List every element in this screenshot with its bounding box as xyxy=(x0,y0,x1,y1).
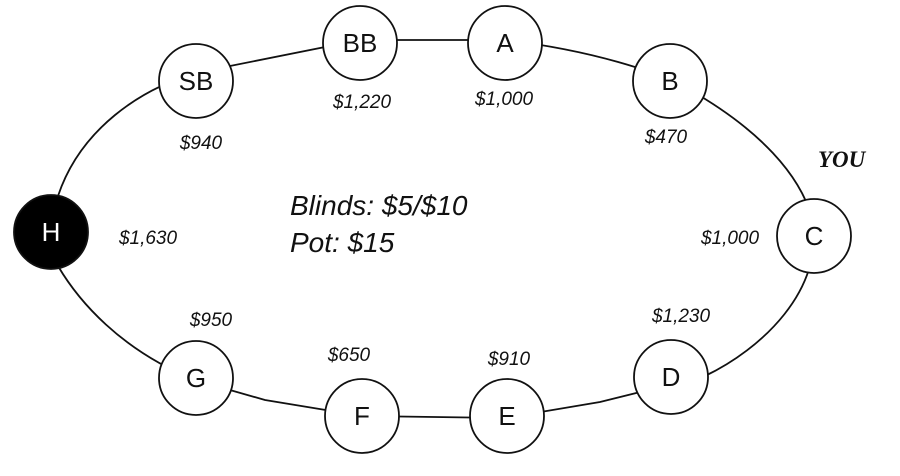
blinds-text: Blinds: $5/$10 xyxy=(290,190,468,221)
stack-h: $1,630 xyxy=(118,228,178,249)
pot-text: Pot: $15 xyxy=(290,227,395,258)
seat-label: A xyxy=(496,28,514,58)
seat-c: C xyxy=(776,198,852,274)
seat-h-dealer: H xyxy=(13,194,89,270)
you-label: YOU xyxy=(818,147,867,172)
seat-g: G xyxy=(158,340,234,416)
seat-label: E xyxy=(498,401,515,431)
stack-bb: $1,220 xyxy=(332,92,392,113)
seat-label: G xyxy=(186,363,206,393)
stack-c: $1,000 xyxy=(700,228,760,249)
seat-label: D xyxy=(662,362,681,392)
stack-f: $650 xyxy=(327,345,371,366)
stack-b: $470 xyxy=(644,127,688,148)
seat-e: E xyxy=(469,378,545,454)
seat-d: D xyxy=(633,339,709,415)
stack-e: $910 xyxy=(487,349,531,370)
stack-g: $950 xyxy=(189,310,233,331)
seat-label: H xyxy=(42,217,61,247)
seat-f: F xyxy=(324,378,400,454)
stack-a: $1,000 xyxy=(474,89,534,110)
seat-bb: BB xyxy=(322,5,398,81)
seat-sb: SB xyxy=(158,43,234,119)
seat-label: C xyxy=(805,221,824,251)
seat-b: B xyxy=(632,43,708,119)
seat-a: A xyxy=(467,5,543,81)
seat-label: SB xyxy=(179,66,214,96)
seat-label: F xyxy=(354,401,370,431)
seat-label: B xyxy=(661,66,678,96)
stack-d: $1,230 xyxy=(651,306,711,327)
seat-label: BB xyxy=(343,28,378,58)
stack-sb: $940 xyxy=(179,133,223,154)
